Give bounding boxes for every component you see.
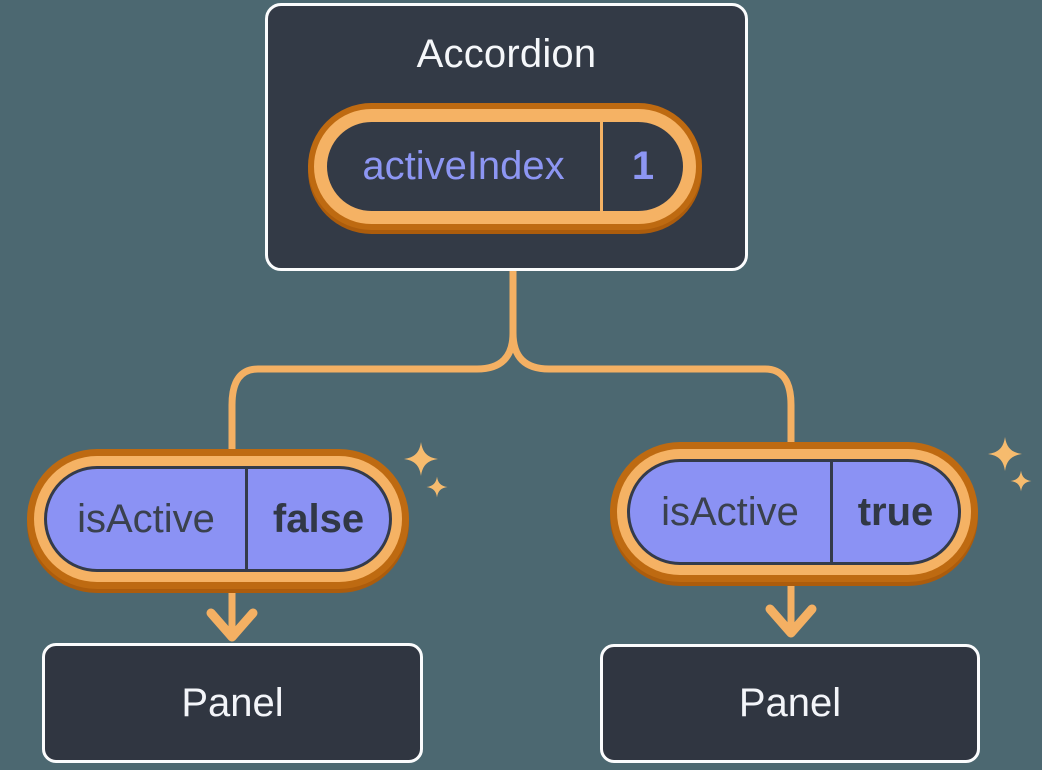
- state-value: true: [857, 489, 934, 534]
- state-value: false: [272, 496, 365, 541]
- state-pill-isactive-left: isActive false: [44, 466, 392, 572]
- pill-divider: [245, 469, 248, 569]
- connector-line-right: [509, 270, 795, 627]
- pill-divider: [600, 122, 603, 211]
- panel-title: Panel: [181, 680, 284, 725]
- sparkles-icon: [404, 442, 448, 498]
- component-title: Accordion: [416, 32, 597, 76]
- state-pill-isactive-right: isActive true: [627, 459, 961, 565]
- panel-component-box-left: Panel: [42, 643, 423, 763]
- state-value: 1: [631, 144, 655, 188]
- arrow-down-icon: [206, 608, 258, 642]
- state-name: activeIndex: [362, 144, 565, 188]
- sparkles-icon: [988, 437, 1032, 492]
- panel-title: Panel: [738, 681, 842, 725]
- connector-line-left: [228, 270, 517, 631]
- state-pill-activeindex: activeIndex 1: [314, 109, 696, 224]
- accordion-component-box: Accordion activeIndex 1: [265, 3, 748, 271]
- panel-component-box-right: Panel: [600, 644, 980, 763]
- state-name: isActive: [77, 496, 215, 541]
- state-name: isActive: [661, 489, 799, 534]
- arrow-down-icon: [765, 604, 817, 638]
- pill-divider: [830, 462, 833, 562]
